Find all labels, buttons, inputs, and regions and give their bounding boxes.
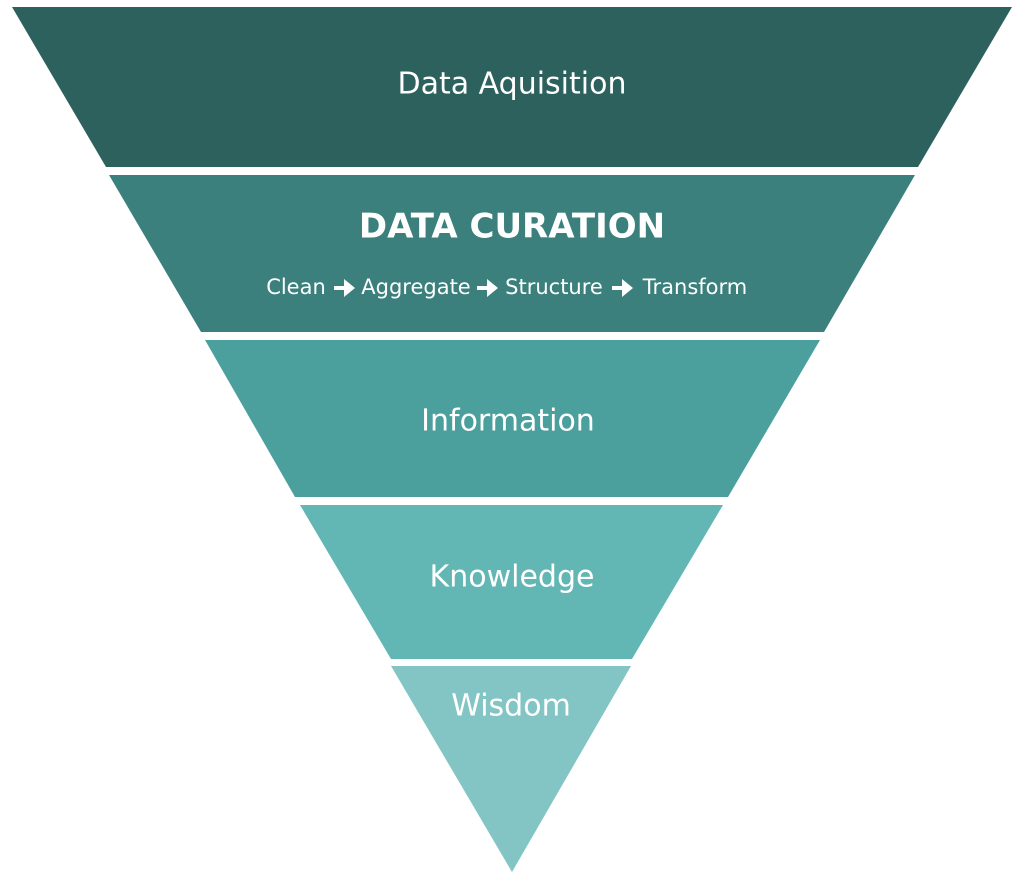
layer-wisdom-label: Wisdom: [451, 689, 571, 724]
curation-step-clean: Clean: [266, 275, 326, 299]
curation-step-structure: Structure: [505, 275, 603, 299]
curation-steps: Clean Aggregate Structure Transform: [266, 275, 747, 299]
layer-data-acquisition: [12, 7, 1012, 167]
curation-step-aggregate: Aggregate: [361, 275, 470, 299]
curation-step-transform: Transform: [642, 275, 747, 299]
arrow-right-icon: [612, 279, 633, 297]
layer-data-curation: [109, 175, 915, 332]
layer-wisdom: [391, 666, 631, 872]
arrow-right-icon: [334, 279, 355, 297]
layer-information-label: Information: [421, 404, 595, 439]
arrow-right-icon: [477, 279, 498, 297]
layer-information: [205, 340, 820, 497]
layer-data-curation-label: DATA CURATION: [359, 207, 665, 247]
layer-data-acquisition-label: Data Aquisition: [398, 67, 627, 102]
layer-knowledge-label: Knowledge: [430, 560, 595, 595]
layer-knowledge: [300, 505, 723, 659]
